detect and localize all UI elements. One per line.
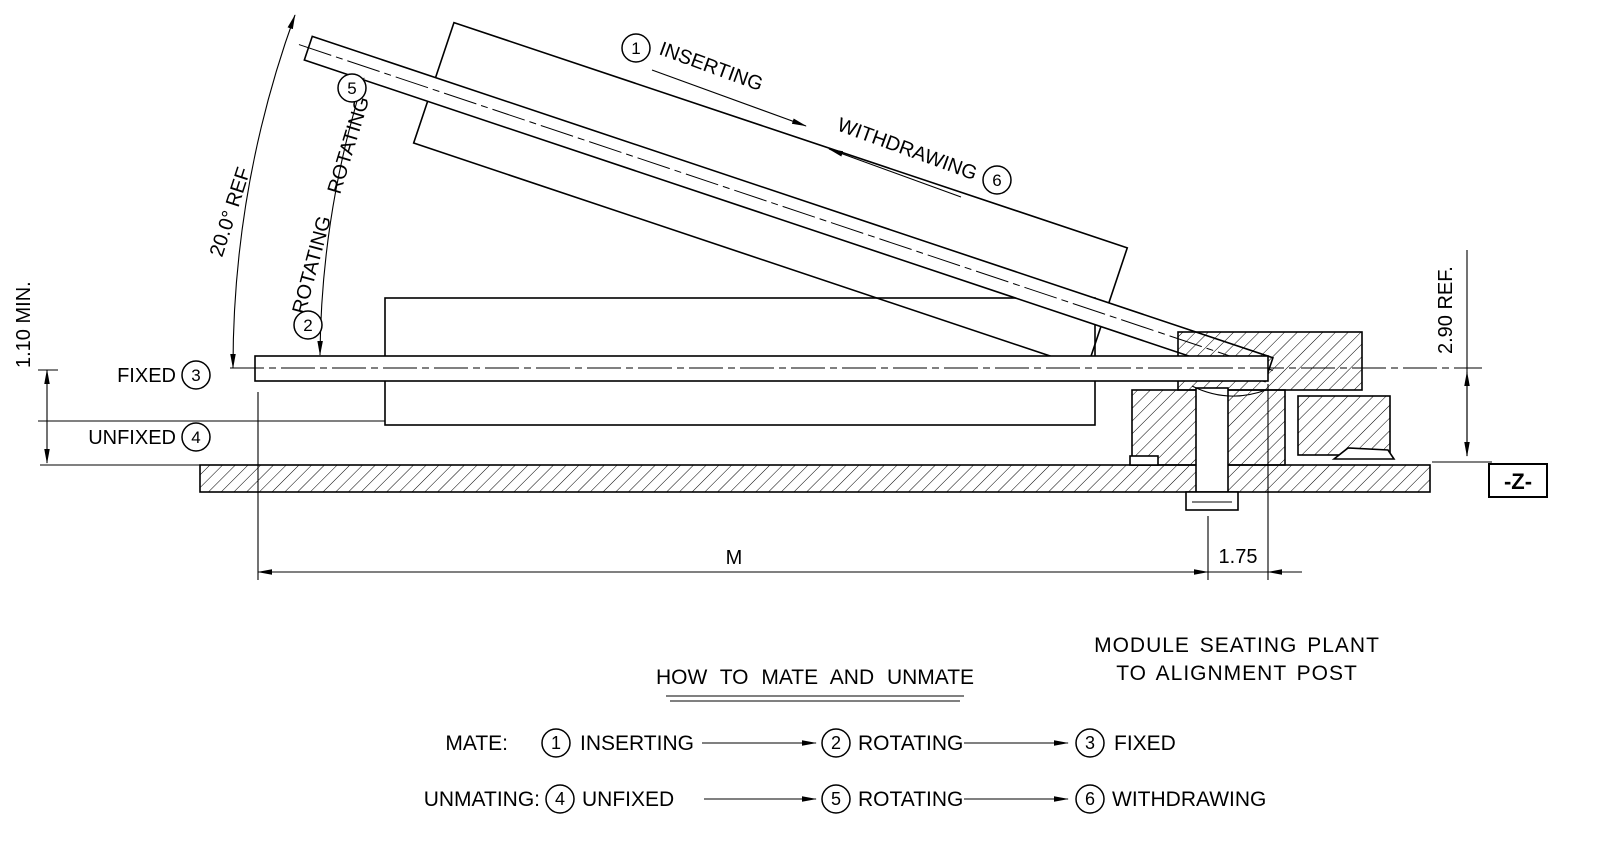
dim-m-label: M [726,547,743,569]
inserting-arrow [651,69,807,127]
dim-ref-height-label: 2.90 REF. [1435,266,1457,354]
svg-text:6: 6 [1085,789,1095,809]
rotating-label-upper: ROTATING [324,94,374,196]
inserting-label: INSERTING [656,38,766,96]
unmate-step-3-balloon: 6 [1075,784,1105,814]
callout-4: 4 [181,422,211,452]
dim-min-height-label: 1.10 MIN. [13,281,35,368]
contact-spring-detail [1191,385,1267,397]
angle-ref-label: 20.0° REF [206,165,256,260]
solder-foot [1129,455,1159,466]
callout-5: 5 [337,73,367,103]
unmate-step-1-label: UNFIXED [582,788,674,811]
unmate-label: UNMATING: [424,788,540,811]
board-lock-latch [1331,447,1396,460]
withdrawing-arrow [828,148,962,198]
unmate-step-2-label: ROTATING [858,788,963,811]
mate-step-1-label: INSERTING [580,732,694,755]
svg-text:2: 2 [303,316,312,335]
callout-1: 1 [621,33,651,63]
note-line2: TO ALIGNMENT POST [1116,662,1358,685]
rotating-label-lower: ROTATING [289,214,336,317]
callout-3: 3 [181,360,211,390]
alignment-post-tip [1185,491,1239,511]
mate-step-3-balloon: 3 [1075,728,1105,758]
connector-body-lower-right [1297,395,1391,456]
svg-text:6: 6 [992,171,1001,190]
module-centerline-tilted [298,44,1274,371]
svg-text:1: 1 [631,39,640,58]
svg-text:1: 1 [551,733,561,753]
unfixed-label: UNFIXED [88,427,176,449]
callout-2: 2 [293,310,323,340]
pcb [199,464,1431,493]
svg-text:4: 4 [555,789,565,809]
fixed-label: FIXED [117,365,176,387]
unmate-step-3-label: WITHDRAWING [1112,788,1266,811]
svg-text:5: 5 [831,789,841,809]
datum-z: -Z- [1488,463,1548,498]
mate-step-1-balloon: 1 [541,728,571,758]
legend: HOW TO MATE AND UNMATE MATE: 1 INSERTING… [424,666,1266,814]
svg-text:2: 2 [831,733,841,753]
mate-step-2-balloon: 2 [821,728,851,758]
svg-text:4: 4 [191,428,200,447]
svg-text:5: 5 [347,79,356,98]
mate-step-2-label: ROTATING [858,732,963,755]
mate-step-3-label: FIXED [1114,732,1176,755]
dim-post-label: 1.75 [1219,546,1258,568]
svg-text:-Z-: -Z- [1504,469,1532,494]
legend-title: HOW TO MATE AND UNMATE [656,666,974,689]
unmate-step-1-balloon: 4 [545,784,575,814]
alignment-post-channel [1195,387,1229,493]
svg-text:3: 3 [1085,733,1095,753]
rotation-arc-outer [230,14,296,369]
note-line1: MODULE SEATING PLANT [1094,634,1380,657]
callout-6: 6 [982,165,1012,195]
unmate-step-2-balloon: 5 [821,784,851,814]
svg-text:3: 3 [191,366,200,385]
mate-label: MATE: [445,732,508,755]
